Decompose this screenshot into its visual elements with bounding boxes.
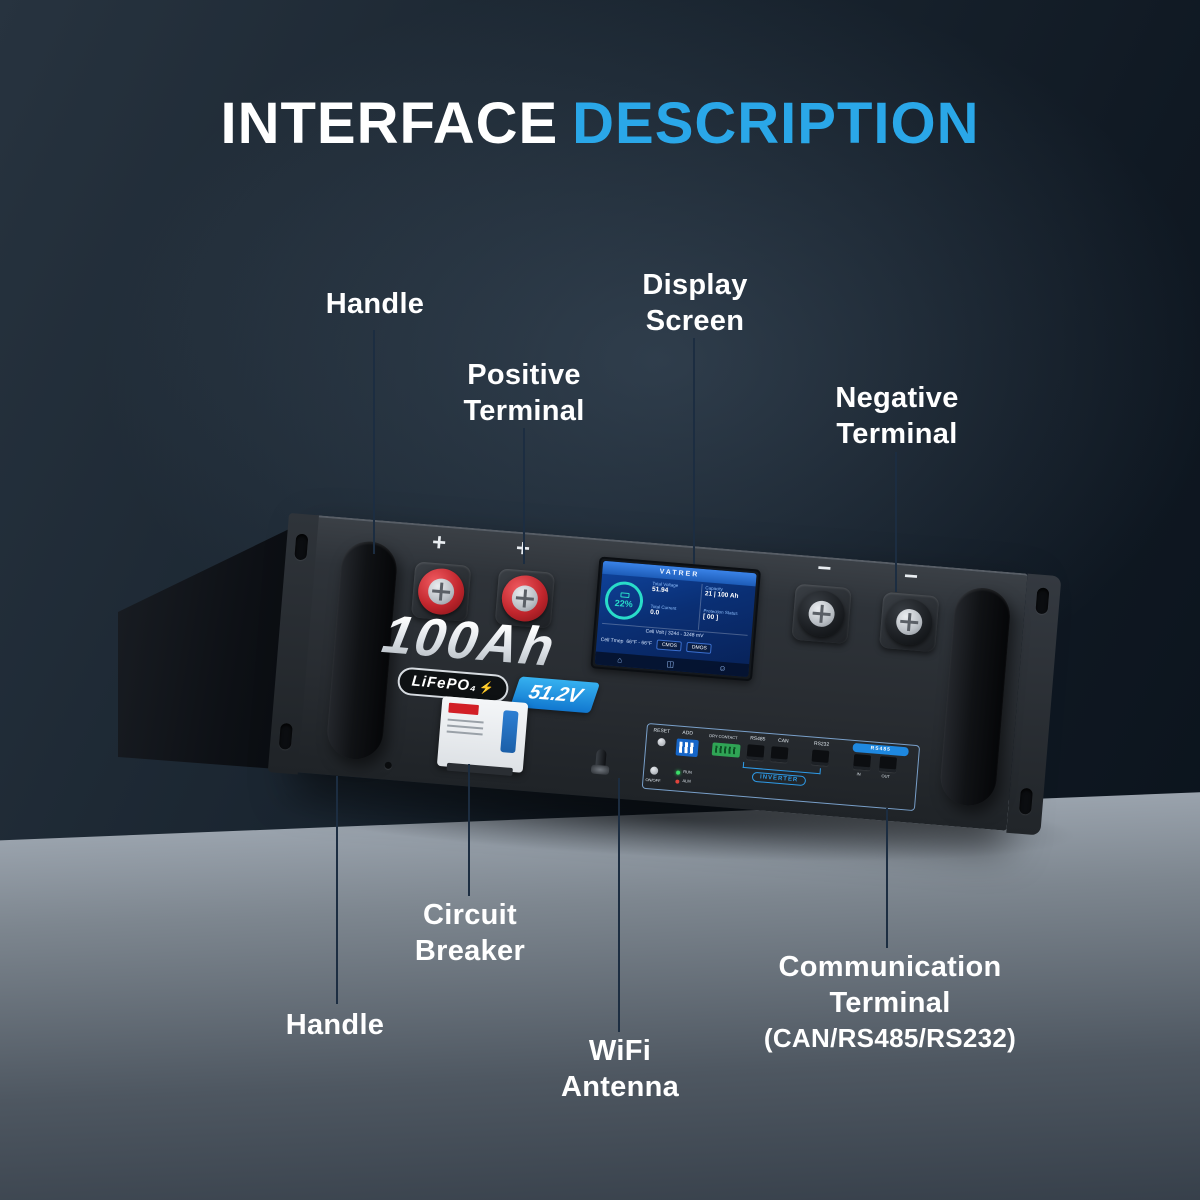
apps-icon[interactable]: ◫ bbox=[666, 659, 675, 669]
cell-temp-value: 66°F - 66°F bbox=[626, 638, 653, 648]
reset-button[interactable] bbox=[657, 737, 666, 747]
rs485-label: RS485 bbox=[749, 735, 766, 743]
callout-line-display-screen bbox=[693, 338, 695, 564]
can-port[interactable] bbox=[770, 746, 789, 763]
title-blue: DESCRIPTION bbox=[572, 91, 980, 156]
callout-text: Handle bbox=[325, 288, 425, 320]
out-label: OUT bbox=[881, 773, 891, 779]
callout-handle-top: Handle bbox=[326, 287, 425, 323]
plus-mark-1: + bbox=[431, 528, 448, 557]
callout-text: Handle bbox=[285, 1009, 385, 1041]
on-off-label: ON/OFF bbox=[645, 776, 661, 784]
callout-line-circuit-breaker bbox=[468, 764, 470, 896]
mounting-slot bbox=[278, 722, 293, 750]
communication-terminal-area: RESET ADD DRY CONTACT RS485 CAN RS232 RS… bbox=[641, 722, 921, 812]
chemistry-label: LiFePO₄ bbox=[411, 672, 478, 695]
stat-protection: Protection Status [ 00 ] bbox=[697, 606, 752, 635]
callout-text: WiFi bbox=[588, 1035, 652, 1067]
callout-text: Breaker bbox=[414, 934, 526, 967]
callout-line-negative-terminal bbox=[895, 452, 897, 592]
rs485-port[interactable] bbox=[746, 744, 765, 761]
cmos-button[interactable]: CMOS bbox=[656, 639, 683, 652]
lightning-icon: ⚡ bbox=[478, 680, 496, 696]
inverter-label: INVERTER bbox=[751, 771, 807, 787]
circuit-breaker[interactable] bbox=[436, 696, 529, 777]
rs485-in-port[interactable] bbox=[853, 753, 872, 771]
user-icon[interactable]: ☺ bbox=[718, 663, 727, 674]
callout-text: Communication Terminal bbox=[778, 951, 1002, 1019]
callout-text: Circuit bbox=[423, 899, 517, 931]
soc-gauge: 22% bbox=[603, 580, 645, 622]
callout-text: Terminal bbox=[463, 394, 585, 427]
screw-icon bbox=[510, 584, 539, 613]
alarm-label: ALM bbox=[682, 778, 691, 784]
panel-hole bbox=[384, 761, 393, 770]
callout-text: Positive bbox=[467, 359, 581, 391]
screw-icon bbox=[895, 608, 924, 637]
rs485-out-port[interactable] bbox=[878, 756, 898, 773]
capacity-text: 100Ah bbox=[377, 604, 561, 678]
wifi-antenna[interactable] bbox=[590, 748, 611, 778]
dip-switch[interactable] bbox=[675, 738, 699, 758]
callout-line-positive-terminal bbox=[523, 428, 525, 564]
negative-terminal-2[interactable] bbox=[879, 591, 940, 653]
rs232-port[interactable] bbox=[811, 749, 830, 766]
stat-total-current: Total Current 0.0 bbox=[646, 603, 700, 630]
minus-mark-1: − bbox=[816, 554, 833, 583]
negative-terminal-1[interactable] bbox=[791, 583, 852, 645]
callout-text: Antenna bbox=[560, 1070, 680, 1103]
dry-contact-label: DRY CONTACT bbox=[709, 733, 738, 741]
rs232-label: RS232 bbox=[813, 740, 830, 748]
callout-communication-terminal: Communication Terminal (CAN/RS485/RS232) bbox=[735, 950, 1045, 1054]
home-icon[interactable]: ⌂ bbox=[617, 655, 623, 665]
run-led bbox=[675, 770, 681, 775]
dry-contact-connector[interactable] bbox=[711, 742, 741, 758]
callout-text: Negative bbox=[835, 382, 959, 414]
callout-line-wifi-antenna bbox=[618, 778, 620, 1032]
callout-line-handle-top bbox=[373, 330, 375, 554]
screen-nav: ⌂ ◫ ☺ bbox=[594, 651, 750, 678]
callout-text: Display bbox=[642, 269, 748, 301]
callout-line-handle-bottom bbox=[336, 776, 338, 1004]
callout-text: Screen bbox=[645, 304, 745, 337]
mounting-slot bbox=[294, 533, 309, 561]
callout-negative-terminal: Negative Terminal bbox=[835, 381, 958, 453]
alarm-led bbox=[675, 779, 680, 784]
minus-mark-2: − bbox=[902, 562, 920, 591]
cell-temp-label: Cell Tmep bbox=[600, 636, 624, 645]
callout-positive-terminal: Positive Terminal bbox=[463, 358, 584, 430]
title-white: INTERFACE bbox=[220, 91, 559, 156]
callout-wifi-antenna: WiFi Antenna bbox=[561, 1034, 679, 1106]
callout-display-screen: Display Screen bbox=[642, 268, 747, 340]
callout-text: (CAN/RS485/RS232) bbox=[763, 1022, 1017, 1053]
reset-label: RESET bbox=[653, 727, 671, 735]
screw-icon bbox=[807, 599, 836, 628]
dmos-button[interactable]: DMOS bbox=[686, 641, 713, 654]
callout-text: Terminal bbox=[836, 417, 958, 450]
callout-circuit-breaker: Circuit Breaker bbox=[415, 898, 525, 970]
callout-line-communication bbox=[886, 808, 888, 948]
voltage-label: 51.2V bbox=[525, 681, 586, 708]
in-label: IN bbox=[856, 771, 861, 777]
soc-value: 22% bbox=[614, 597, 634, 610]
battery-icon bbox=[619, 592, 630, 598]
screen-stats: Total Voltage 51.94 Capacity 21 | 100 Ah… bbox=[646, 580, 754, 635]
mounting-slot bbox=[1018, 787, 1033, 815]
run-label: RUN bbox=[683, 769, 693, 775]
handle-right[interactable] bbox=[938, 585, 1013, 808]
on-off-button[interactable] bbox=[649, 766, 659, 775]
mounting-slot bbox=[1035, 587, 1050, 615]
display-screen[interactable]: VATRER 22% Total Voltage 51.94 Capacity … bbox=[590, 556, 762, 682]
add-label: ADD bbox=[682, 729, 694, 737]
screen-content: VATRER 22% Total Voltage 51.94 Capacity … bbox=[594, 560, 757, 678]
can-label: CAN bbox=[777, 737, 789, 745]
screw-icon bbox=[427, 577, 456, 606]
callout-handle-bottom: Handle bbox=[286, 1008, 385, 1044]
antenna-base bbox=[590, 764, 610, 775]
